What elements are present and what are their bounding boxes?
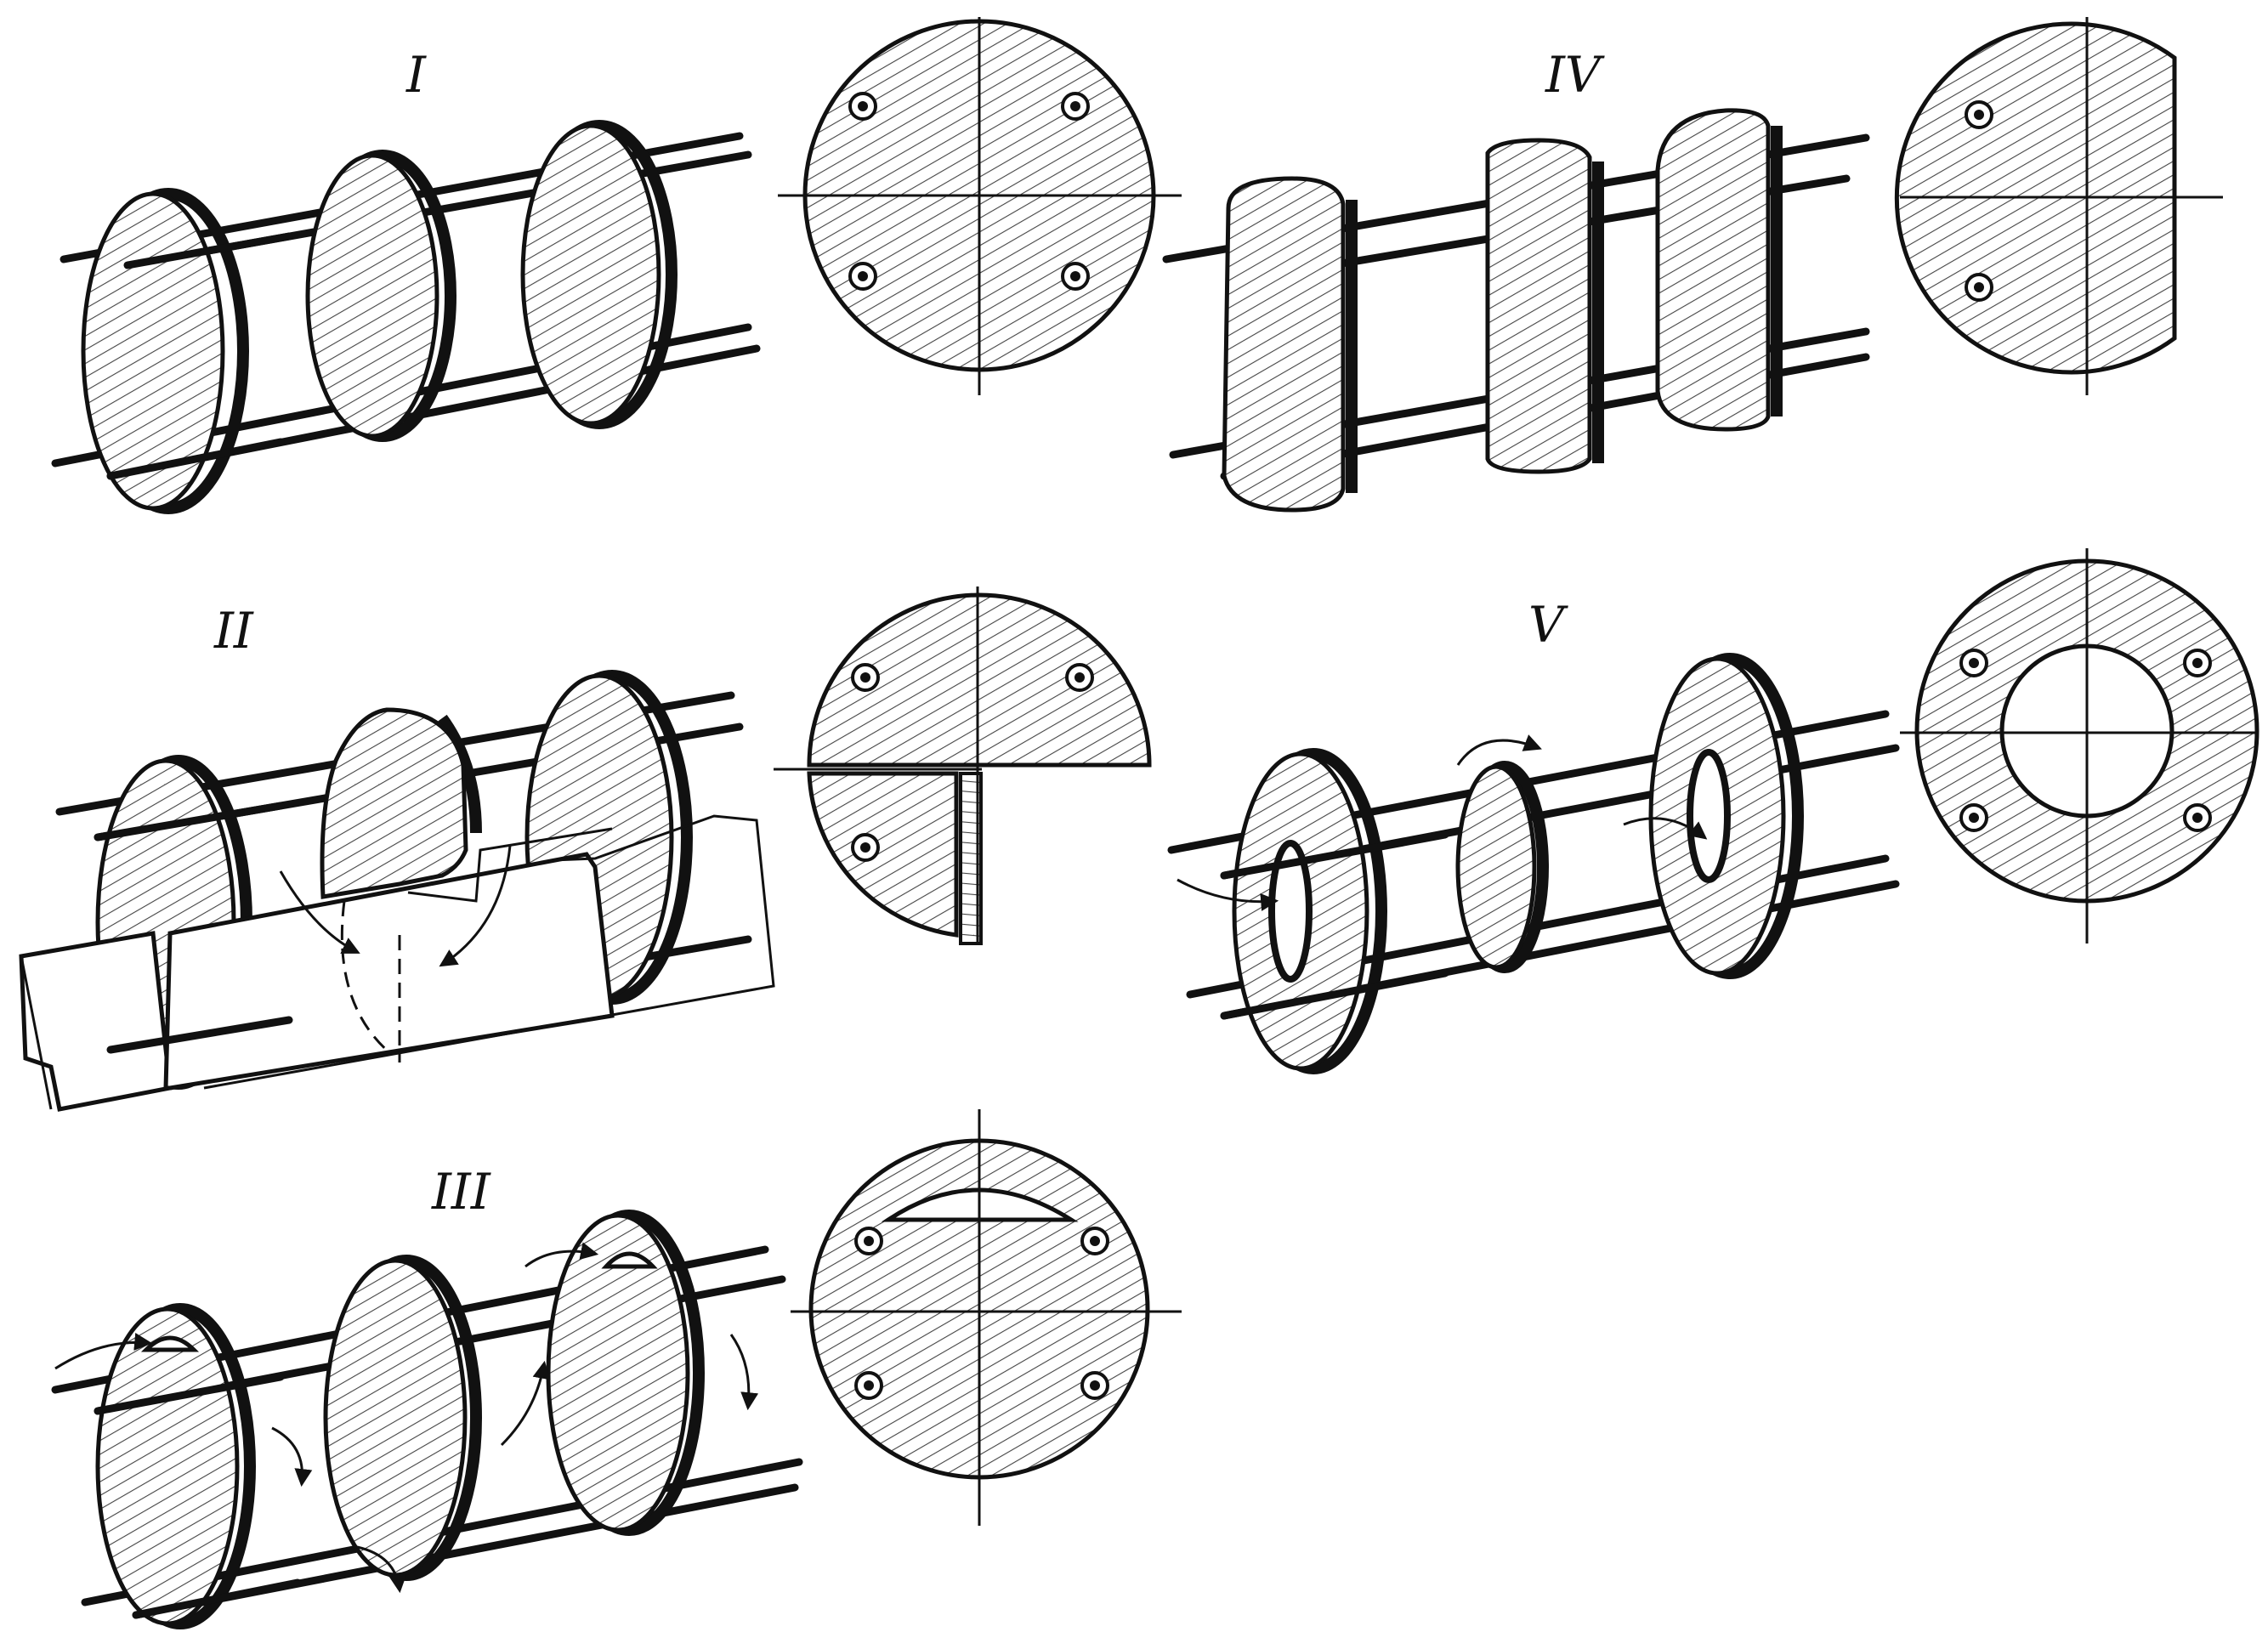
bolt-hole-iii-br bbox=[1080, 1371, 1109, 1400]
bolt-hole-iv-bl bbox=[1965, 273, 1993, 302]
bolt-hole-i-bl bbox=[848, 262, 877, 291]
bolt-hole-ii-bl bbox=[851, 833, 880, 862]
bolt-hole-ii-tl bbox=[851, 663, 880, 692]
baffle-disk-ii-2 bbox=[320, 707, 482, 899]
baffle-disk-i-2 bbox=[305, 150, 456, 442]
flow-arrow-v-2 bbox=[1623, 817, 1708, 840]
flow-arrow-iii-5 bbox=[524, 1242, 599, 1268]
cross-section-ii bbox=[774, 586, 1152, 945]
flow-arrow-v-3 bbox=[1177, 878, 1279, 911]
cross-section-iii bbox=[791, 1109, 1182, 1526]
bolt-hole-v-bl bbox=[1959, 803, 1988, 832]
rods-v-front bbox=[1220, 830, 1449, 1020]
segmental-cut-iii-3 bbox=[601, 1251, 658, 1269]
bolt-hole-v-tr bbox=[2183, 649, 2212, 677]
baffle-disk-iii-3 bbox=[546, 1210, 705, 1536]
panel-label-iii: III bbox=[431, 1163, 491, 1221]
baffle-plate-iv-1 bbox=[1222, 176, 1358, 513]
panel-ii: II bbox=[19, 602, 775, 1112]
ring-opening-v-3 bbox=[1687, 749, 1731, 883]
bolt-hole-iii-tl bbox=[854, 1227, 883, 1255]
panel-i: I bbox=[51, 46, 761, 514]
panel-label-ii: II bbox=[213, 602, 254, 660]
rods-iii-front bbox=[94, 1373, 302, 1619]
shell-wall-ii bbox=[19, 814, 775, 1112]
panel-iii: III bbox=[51, 1163, 803, 1629]
panel-label-v: V bbox=[1528, 596, 1568, 654]
baffle-plate-iv-3 bbox=[1655, 108, 1783, 432]
flow-arrow-iii-1 bbox=[54, 1333, 153, 1370]
cross-section-iv bbox=[1894, 17, 2223, 395]
rods-ii-front bbox=[94, 802, 293, 1054]
baffle-disk-iii-2 bbox=[323, 1255, 482, 1581]
cross-section-i bbox=[778, 17, 1182, 395]
ring-opening-v-1 bbox=[1268, 840, 1313, 983]
bolt-hole-iv-tl bbox=[1965, 100, 1993, 129]
flow-arrow-iii-6 bbox=[729, 1334, 759, 1411]
panel-label-iv: IV bbox=[1545, 46, 1605, 104]
baffle-disk-v-2 bbox=[1455, 761, 1549, 973]
baffle-plate-iv-2 bbox=[1485, 138, 1604, 474]
baffle-disk-i-3 bbox=[520, 120, 678, 429]
panel-label-i: I bbox=[405, 46, 427, 104]
bolt-hole-iii-tr bbox=[1080, 1227, 1109, 1255]
rods-i-front bbox=[106, 232, 293, 480]
flow-arrow-iii-4 bbox=[500, 1360, 551, 1447]
flow-arrow-iii-3 bbox=[356, 1545, 407, 1594]
bolt-hole-i-tl bbox=[848, 92, 877, 121]
flow-arrow-v-1 bbox=[1456, 734, 1542, 766]
bolt-hole-v-br bbox=[2183, 803, 2212, 832]
bolt-hole-v-tl bbox=[1959, 649, 1988, 677]
bolt-hole-ii-tr bbox=[1065, 663, 1094, 692]
baffle-disk-iii-1 bbox=[95, 1303, 256, 1629]
baffle-disk-i-1 bbox=[81, 188, 249, 514]
panel-iv: IV bbox=[1162, 46, 1870, 513]
baffle-ring-v-3 bbox=[1648, 653, 1804, 979]
panel-v: V bbox=[1167, 596, 1900, 1074]
cross-section-v bbox=[1900, 548, 2259, 944]
bolt-hole-iii-bl bbox=[854, 1371, 883, 1400]
baffle-ring-v-1 bbox=[1232, 748, 1387, 1074]
bolt-hole-i-br bbox=[1061, 262, 1090, 291]
bolt-hole-i-tr bbox=[1061, 92, 1090, 121]
flow-arrow-iii-2 bbox=[271, 1426, 313, 1488]
